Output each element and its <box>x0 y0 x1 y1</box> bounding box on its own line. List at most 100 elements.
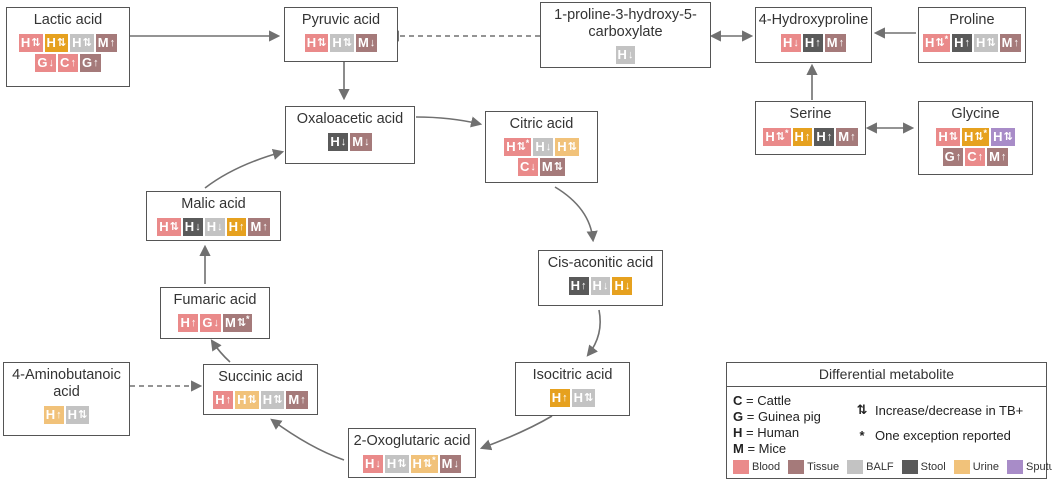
metabolite-name: Glycine <box>951 106 1000 122</box>
evidence-badge: H↑ <box>568 277 589 295</box>
evidence-badge: M↓ <box>355 34 378 52</box>
updown-arrow-icon: ⇅ <box>397 458 407 470</box>
up-arrow-icon: ↑ <box>850 131 856 143</box>
evidence-badges: H↑H⇅H⇅M↑ <box>213 391 308 409</box>
edge-citric-cisaconitic <box>554 186 598 243</box>
evidence-badge: M↑ <box>824 34 847 52</box>
legend-abbr-guinea-pig: G = Guinea pig <box>733 409 821 424</box>
up-arrow-icon: ↑ <box>826 131 833 143</box>
evidence-badge: H⇅ <box>304 34 329 52</box>
asterisk-icon: * <box>784 128 789 138</box>
updown-arrow-icon: ⇅ <box>82 37 92 49</box>
evidence-badges: H⇅H⇅M↓ <box>304 34 378 52</box>
evidence-badge: H⇅ <box>18 34 43 52</box>
updown-arrow-icon: ⇅ <box>584 392 594 404</box>
evidence-badge: H↓ <box>590 277 611 295</box>
swatch-label: Tissue <box>807 461 840 473</box>
asterisk-icon: * <box>246 314 250 324</box>
evidence-badge: H⇅ <box>384 455 409 473</box>
evidence-badge: H↓ <box>182 218 203 236</box>
swatch-label: Sputum <box>1026 461 1052 473</box>
metabolite-name: Lactic acid <box>33 12 103 28</box>
updown-arrow-icon: ⇅ <box>169 221 179 233</box>
up-arrow-icon: ↑ <box>56 409 62 421</box>
down-arrow-icon: ↓ <box>375 458 381 470</box>
updown-arrow-icon: ⇅ <box>516 141 526 153</box>
evidence-badge: G↓ <box>200 314 221 332</box>
legend-abbr-cattle: C = Cattle <box>733 393 792 408</box>
evidence-badge: M↑ <box>248 218 270 236</box>
evidence-badges: H↑G↓M⇅* <box>178 314 252 332</box>
evidence-badge: H↓ <box>204 218 225 236</box>
up-arrow-icon: ↑ <box>190 317 197 329</box>
metabolite-name: 4-Hydroxyproline <box>758 12 869 28</box>
evidence-badge: H↑ <box>792 128 813 146</box>
up-arrow-icon: ↑ <box>955 151 962 163</box>
swatch-stool <box>901 460 918 474</box>
updown-arrow-icon: ⇅ <box>1003 131 1013 143</box>
metabolite-name: 1-proline-3-hydroxy-5-carboxylate <box>554 7 697 40</box>
up-arrow-icon: ↑ <box>838 37 845 49</box>
evidence-badges: H⇅H⇅*H⇅G↑C↑M↑ <box>926 128 1026 166</box>
evidence-badge: H↑ <box>178 314 199 332</box>
updown-arrow-icon: ⇅ <box>986 37 996 49</box>
down-arrow-icon: ↓ <box>793 37 799 49</box>
metabolite-name: 2-Oxoglutaric acid <box>353 433 471 449</box>
evidence-badges: H↑H⇅ <box>43 406 90 424</box>
legend-title: Differential metabolite <box>727 363 1046 387</box>
evidence-badge: H⇅ <box>330 34 354 52</box>
down-arrow-icon: ↓ <box>48 57 55 69</box>
evidence-badge: H⇅* <box>961 128 990 146</box>
edge-succinic-fumaric <box>210 339 231 363</box>
updown-arrow-icon: ⇅ <box>273 394 283 406</box>
evidence-badge: C↑ <box>965 148 986 166</box>
legend-note-exception: * One exception reported <box>851 428 1010 443</box>
legend: Differential metabolite C = Cattle G = G… <box>726 362 1052 479</box>
evidence-badges: H⇅H⇅H⇅M↑G↓C↑G↑ <box>16 34 120 72</box>
asterisk-icon: * <box>525 138 530 148</box>
evidence-badge: H↑ <box>43 406 64 424</box>
evidence-badge: M↓ <box>350 133 372 151</box>
updown-arrow-icon: ⇅ <box>567 141 577 153</box>
asterisk-icon: * <box>944 34 949 44</box>
edge-oxaloacetic-citric <box>415 116 483 128</box>
up-arrow-icon: ↑ <box>964 37 971 49</box>
evidence-badges: H↓ <box>615 46 636 64</box>
evidence-badges: H↑H⇅ <box>549 389 596 407</box>
edge-cisaconitic-isocitric <box>586 309 601 357</box>
evidence-badge: C↑ <box>58 54 78 72</box>
asterisk-icon: * <box>432 455 436 465</box>
swatch-urine <box>953 460 970 474</box>
evidence-badge: H⇅ <box>70 34 94 52</box>
evidence-badges: H↑H↓H↓ <box>568 277 633 295</box>
swatch-sputum <box>1007 460 1024 474</box>
swatch-balf <box>847 460 864 474</box>
updown-arrow-icon: ⇅ <box>342 37 352 49</box>
evidence-badges: H⇅H↓H↓H↑M↑ <box>157 218 270 236</box>
evidence-badge: H↓ <box>328 133 349 151</box>
evidence-badges: H⇅*H↑H↑M↑ <box>763 128 858 146</box>
updown-arrow-icon: ⇅ <box>948 131 958 143</box>
down-arrow-icon: ↓ <box>530 161 536 173</box>
down-arrow-icon: ↓ <box>364 136 370 148</box>
evidence-badge: M↓ <box>439 455 461 473</box>
evidence-badge: H↑ <box>549 389 570 407</box>
swatch-label: Blood <box>752 461 781 473</box>
evidence-badge: H↑ <box>226 218 247 236</box>
down-arrow-icon: ↓ <box>545 141 552 153</box>
metabolite-name: 4-Aminobutanoic acid <box>12 367 121 400</box>
evidence-badge: G↓ <box>35 54 57 72</box>
down-arrow-icon: ↓ <box>217 221 223 233</box>
legend-sample-types: BloodTissueBALFStoolUrineSputum <box>733 460 1052 474</box>
updown-arrow-icon: ⇅ <box>317 37 327 49</box>
evidence-badge: M↑ <box>95 34 118 52</box>
updown-arrow-icon: ⇅ <box>775 131 785 143</box>
up-arrow-icon: ↑ <box>93 57 99 69</box>
